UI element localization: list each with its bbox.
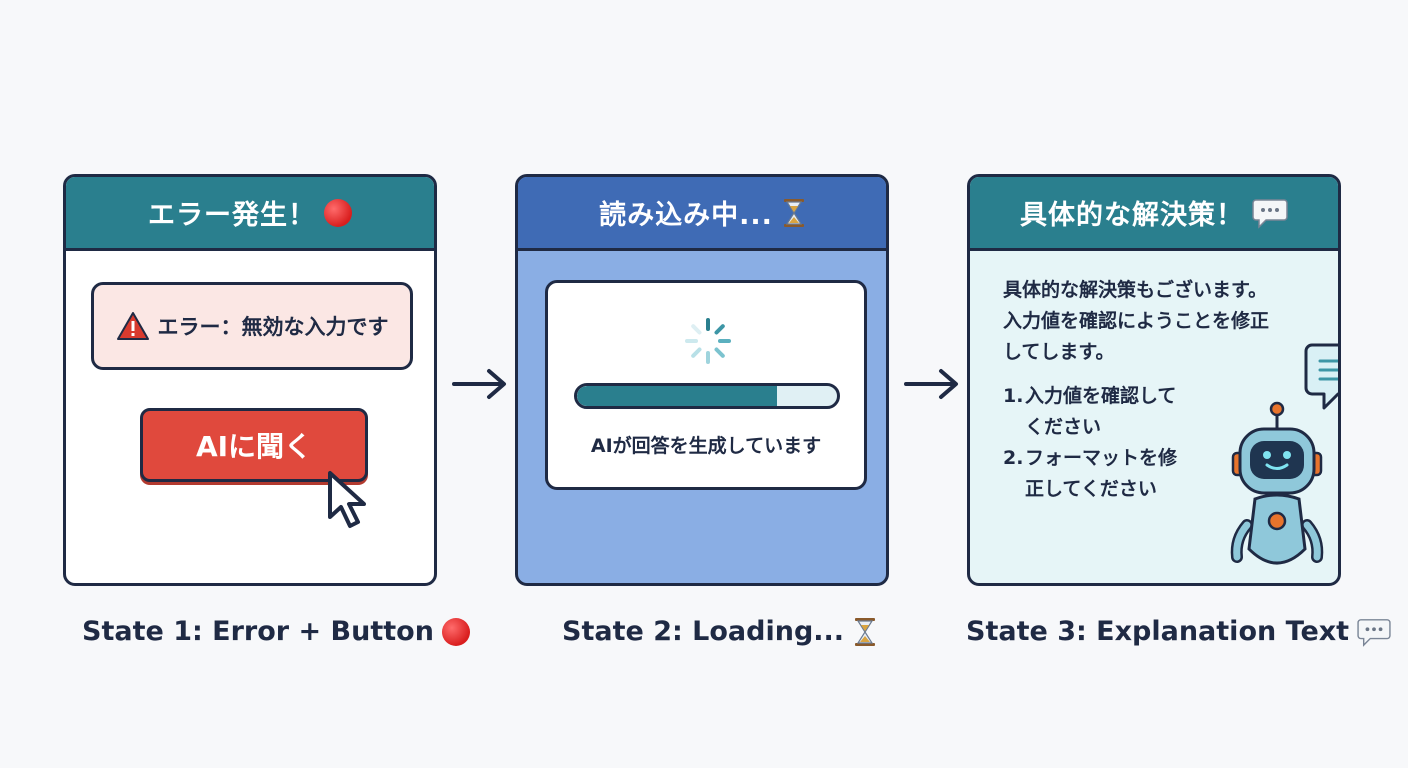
explanation-text: 具体的な解決策もございます。 入力値を確認にようことを修正 してします。	[1003, 275, 1313, 368]
error-message-text: エラー：無効な入力です	[157, 315, 389, 339]
solution-steps: 1. 入力値を確認して ください 2. フォーマットを修 正してください	[1003, 381, 1223, 505]
state1-title: エラー発生！	[148, 200, 316, 231]
state2-caption: State 2: Loading...	[562, 616, 876, 647]
chat-bubble-icon	[1304, 343, 1338, 410]
step-number: 1.	[1003, 385, 1024, 407]
explanation-line: 具体的な解決策もございます。	[1003, 279, 1268, 301]
red-circle-icon	[441, 617, 470, 646]
list-item: 2. フォーマットを修 正してください	[1003, 443, 1223, 505]
state1-caption: State 1: Error + Button	[82, 616, 470, 647]
state1-panel: エラー発生！ エラー：無効な入力です AIに聞く	[63, 174, 437, 586]
step-text: 正してください	[1025, 478, 1157, 500]
explanation-line: 入力値を確認にようことを修正	[1003, 310, 1270, 332]
loading-box: AIが回答を生成しています	[545, 280, 867, 490]
state2-caption-text: State 2: Loading...	[562, 616, 845, 647]
speech-bubble-icon	[1357, 618, 1391, 647]
hourglass-icon	[855, 617, 876, 646]
list-item: 1. 入力値を確認して ください	[1003, 381, 1223, 443]
spinner-icon	[685, 318, 731, 364]
state2-panel: 読み込み中... AIが回答を生成しています	[515, 174, 889, 586]
ask-ai-button[interactable]: AIに聞く	[140, 408, 368, 482]
red-circle-icon	[324, 198, 352, 227]
step-text: フォーマットを修	[1025, 447, 1178, 469]
speech-bubble-icon	[1252, 198, 1288, 229]
state2-header: 読み込み中...	[518, 177, 886, 251]
state3-header: 具体的な解決策！	[970, 177, 1338, 251]
arrow-icon	[904, 369, 958, 399]
progress-bar-fill	[577, 386, 778, 406]
state3-caption-text: State 3: Explanation Text	[966, 616, 1350, 647]
step-text: ください	[1025, 416, 1102, 438]
state3-title: 具体的な解決策！	[1020, 200, 1244, 231]
state2-title: 読み込み中...	[599, 200, 773, 231]
loading-text: AIが回答を生成しています	[590, 435, 822, 457]
error-message-box: エラー：無効な入力です	[91, 282, 413, 370]
progress-bar	[574, 383, 840, 409]
warning-icon	[116, 312, 149, 340]
state3-panel: 具体的な解決策！ 具体的な解決策もございます。 入力値を確認にようことを修正 し…	[967, 174, 1341, 586]
step-text: 入力値を確認して	[1025, 385, 1177, 407]
explanation-line: してします。	[1003, 341, 1115, 363]
robot-icon	[1230, 401, 1324, 565]
state3-caption: State 3: Explanation Text	[966, 616, 1391, 647]
state1-header: エラー発生！	[66, 177, 434, 251]
mouse-cursor-icon	[328, 471, 366, 528]
arrow-icon	[452, 369, 506, 399]
hourglass-icon	[783, 198, 804, 227]
state1-caption-text: State 1: Error + Button	[82, 616, 434, 647]
step-number: 2.	[1003, 447, 1024, 469]
